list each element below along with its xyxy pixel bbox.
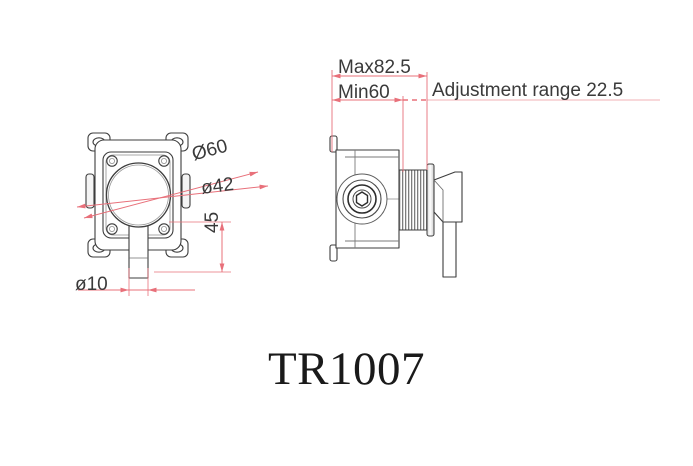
- handle-lever: [433, 171, 463, 278]
- front-view-dimension-lines: [76, 171, 269, 296]
- dim-label-height-45: 45: [202, 211, 223, 233]
- front-view: [85, 132, 191, 279]
- dim-label-diameter-42: ø42: [199, 174, 235, 199]
- threaded-barrel: [398, 163, 435, 237]
- dim-label-diameter-10: ø10: [75, 274, 108, 295]
- side-view-dimension-lines: [331, 70, 660, 172]
- dim-label-min: Min60: [338, 82, 390, 103]
- handle-taper-line: [433, 179, 444, 222]
- hex-socket-icon: [355, 191, 369, 207]
- side-view: [329, 135, 463, 278]
- flange-tab-bottom: [329, 244, 338, 262]
- screw-hole-bottom-right-inner: [160, 225, 167, 232]
- dim-line-d42: [76, 184, 269, 209]
- barrel-end-collar: [426, 163, 435, 237]
- handle-stem: [442, 221, 457, 278]
- part-number-title: TR1007: [267, 343, 426, 395]
- dim-label-adjustment-range: Adjustment range 22.5: [432, 80, 624, 101]
- screw-hole-top-right-inner: [160, 157, 167, 164]
- side-ear-left: [85, 173, 95, 209]
- screw-holes: [106, 155, 170, 235]
- dim-label-max: Max82.5: [338, 57, 411, 78]
- handle-body: [433, 171, 463, 223]
- screw-hole-bottom-left-inner: [109, 225, 116, 232]
- threaded-barrel-body: [398, 169, 428, 231]
- outer-circle-d60: [105, 162, 172, 228]
- screw-hole-top-left-inner: [109, 157, 116, 164]
- hub-assembly: [336, 173, 388, 225]
